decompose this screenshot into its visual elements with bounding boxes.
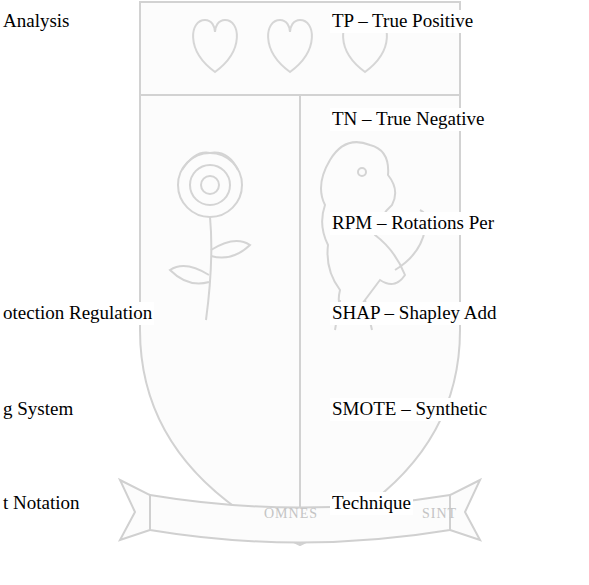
abbreviation-entry: t Notation: [1, 492, 82, 515]
rose-emblem: [170, 153, 250, 320]
motto-banner: [120, 480, 480, 543]
abbreviation-entry: Technique: [330, 492, 413, 515]
pale-line: [299, 95, 301, 545]
motto-text: SINT: [420, 506, 459, 523]
abbreviation-entry: TP – True Positive: [330, 10, 475, 33]
abbreviation-entry: RPM – Rotations Per: [330, 212, 496, 235]
abbreviation-entry: SHAP – Shapley Add: [330, 302, 499, 325]
abbreviation-entry: SMOTE – Synthetic: [330, 398, 489, 421]
motto-text: OMNES: [262, 506, 320, 523]
abbreviation-entry: Analysis: [1, 10, 72, 33]
abbreviation-entry: otection Regulation: [1, 302, 154, 325]
abbreviation-entry: g System: [1, 398, 75, 421]
abbreviation-entry: TN – True Negative: [330, 108, 487, 131]
shield-outline: [140, 2, 460, 545]
